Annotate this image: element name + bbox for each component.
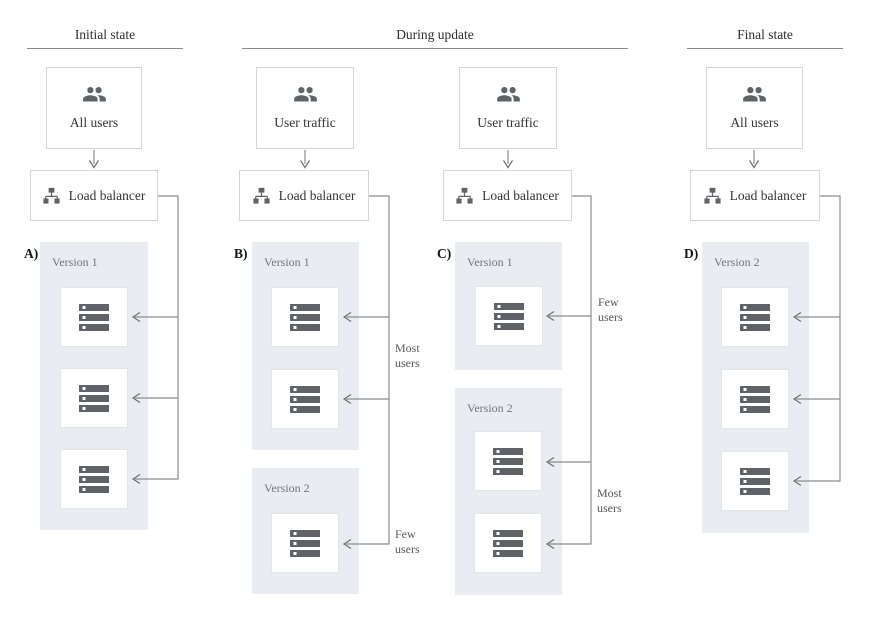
server-icon [493,530,523,557]
load-balancer-box-b: Load balancer [239,170,369,221]
hierarchy-icon [704,187,721,204]
users-box-d: All users [706,67,803,149]
traffic-label-b-most-users: Most users [395,341,420,370]
load-balancer-label: Load balancer [482,187,559,203]
section-underline [687,48,843,49]
traffic-label-c-most-users: Most users [597,486,622,515]
people-icon [294,86,317,102]
server-box [721,451,789,511]
users-label: User traffic [274,114,336,130]
server-box [271,369,339,429]
server-box [60,368,128,428]
server-box [271,513,339,573]
down-arrow-d [748,150,760,169]
server-box [60,449,128,509]
server-icon [740,386,770,413]
version-label: Version 1 [264,255,310,269]
section-title: Final state [737,27,793,42]
section-title: Initial state [74,27,136,42]
load-balancer-box-d: Load balancer [690,170,820,221]
server-icon [740,468,770,495]
server-icon [494,303,524,330]
people-icon [497,86,520,102]
version-group-b-v2: Version 2 [252,468,359,594]
users-label: All users [69,114,119,130]
panel-label-b: B) [234,246,248,261]
server-box [474,431,542,491]
server-box [721,287,789,347]
hierarchy-icon [456,187,473,204]
version-label: Version 1 [52,255,98,269]
panel-label-a: A) [24,246,39,261]
users-box-c: User traffic [459,67,557,149]
section-header-final-state: Final state [687,26,843,49]
server-icon [290,304,320,331]
version-label: Version 2 [714,255,760,269]
server-icon [79,304,109,331]
load-balancer-box-c: Load balancer [443,170,572,221]
server-icon [290,386,320,413]
version-label: Version 2 [467,401,513,415]
people-icon [743,86,766,102]
users-label: User traffic [477,114,539,130]
server-icon [493,448,523,475]
users-label: All users [730,114,779,130]
people-icon [83,86,106,102]
users-box-b: User traffic [256,67,354,149]
section-header-during-update: During update [242,26,628,49]
load-balancer-label: Load balancer [729,187,807,203]
down-arrow-c [502,150,514,169]
load-balancer-label: Load balancer [68,187,146,203]
section-underline [27,48,183,49]
server-box [474,513,542,573]
load-balancer-box-a: Load balancer [30,170,158,221]
version-label: Version 2 [264,481,310,495]
version-label: Version 1 [467,255,513,269]
server-box [271,287,339,347]
load-balancer-label: Load balancer [278,187,356,203]
server-icon [740,304,770,331]
down-arrow-a [88,150,100,169]
server-box [475,286,543,346]
server-icon [290,530,320,557]
users-box-a: All users [46,67,142,149]
panel-label-d: D) [684,246,699,261]
section-header-initial-state: Initial state [27,26,183,49]
section-underline [242,48,628,49]
server-box [721,369,789,429]
traffic-label-b-few-users: Few users [395,527,420,556]
server-icon [79,466,109,493]
down-arrow-b [299,150,311,169]
traffic-label-c-few-users: Few users [598,295,623,324]
section-title: During update [396,27,474,42]
panel-label-c: C) [437,246,452,261]
hierarchy-icon [43,187,60,204]
server-icon [79,385,109,412]
hierarchy-icon [253,187,270,204]
server-box [60,287,128,347]
